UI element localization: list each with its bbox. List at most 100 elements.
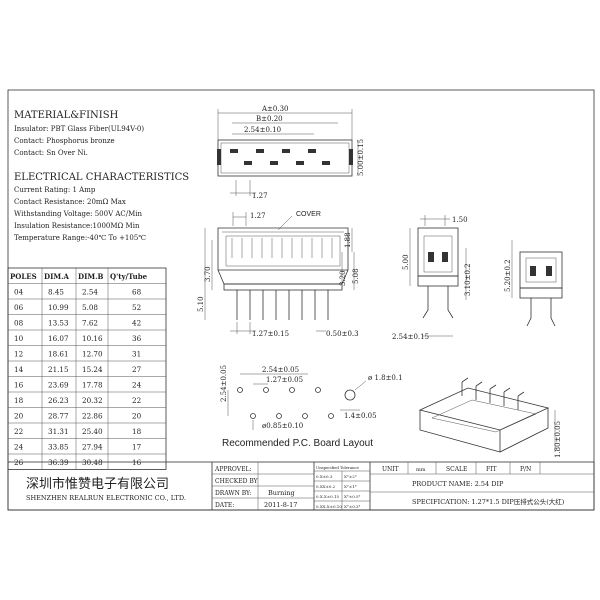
table-header-cell: DIM.B (78, 272, 104, 281)
table-cell: 18 (132, 427, 142, 436)
scale-value: FIT (486, 466, 497, 473)
table-cell: 28.77 (48, 412, 69, 421)
table-cell: 13.53 (48, 319, 69, 328)
table-cell: 12 (14, 350, 23, 359)
side-view-right: 5.20±0.2 (504, 240, 563, 327)
table-cell: 10.16 (82, 334, 103, 343)
table-cell: 30.48 (82, 458, 103, 467)
table-cell: 36 (132, 334, 142, 343)
specification: SPECIFICATION: 1.27*1.5 DIP压排式公头(大红) (412, 497, 565, 506)
side-dim-h: 5.00 (402, 254, 410, 270)
tolerance-head: Unspecified Tolerance (316, 465, 360, 470)
pcb-mount-hole (344, 389, 356, 401)
table-cell: 10 (14, 334, 24, 343)
table-cell: 22 (14, 427, 23, 436)
unit-label: UNIT (382, 466, 399, 473)
table-cell: 31 (132, 350, 141, 359)
dim-total-height: 5.10 (197, 296, 205, 312)
checked-label: CHECKED BY (215, 478, 259, 485)
pcb-hole-row (237, 387, 334, 419)
tolerance-cell: 0.X±0.3 (316, 474, 333, 479)
table-cell: 10.99 (48, 303, 69, 312)
dim-pitch: 2.54±0.10 (244, 126, 281, 134)
scale-label: SCALE (446, 466, 467, 473)
front-view-teeth (231, 238, 333, 258)
table-cell: 23.69 (48, 381, 69, 390)
table-cell: 27 (132, 365, 142, 374)
side-dim-w: 1.50 (452, 216, 468, 224)
table-cell: 16.07 (48, 334, 69, 343)
table-cell: 25.40 (82, 427, 103, 436)
dim-h1: 3.70 (204, 266, 212, 282)
electrical-line: Withstanding Voltage: 500V AC/Min (14, 210, 143, 218)
electrical-line: Insulation Resistance:1000MΩ Min (14, 222, 140, 230)
table-cell: 36.39 (48, 458, 69, 467)
tolerance-cell: 0.XX.X±0.10 (316, 504, 342, 509)
side-dim-mid: 3.10±0.2 (464, 263, 472, 296)
table-cell: 22 (132, 396, 141, 405)
material-line: Insulator: PBT Glass Fiber(UL94V-0) (14, 125, 144, 133)
table-cell: 52 (132, 303, 141, 312)
table-cell: 15.24 (82, 365, 103, 374)
pcb-edge: 1.4±0.05 (344, 412, 377, 420)
table-cell: 26.23 (48, 396, 69, 405)
unit-value: mm (416, 467, 426, 473)
pcb-vert: 2.54±0.05 (220, 365, 228, 402)
electrical-heading: ELECTRICAL CHARACTERISTICS (14, 172, 189, 183)
dim-a: A±0.30 (261, 105, 289, 113)
table-cell: 14 (14, 365, 24, 374)
isometric-view: 1.80±0.05 (418, 377, 562, 458)
table-cell: 20.32 (82, 396, 103, 405)
dim-offset: 1.27 (252, 192, 268, 200)
table-cell: 68 (132, 288, 142, 297)
date-label: DATE: (215, 502, 234, 509)
title-block: 深圳市惟赞电子有限公司 SHENZHEN REALRUN ELECTRONIC … (7, 461, 595, 511)
table-cell: 20 (132, 412, 142, 421)
pcb-hole-dia: ø 1.8±0.1 (368, 374, 403, 382)
pcb-half-pitch: 1.27±0.05 (266, 376, 303, 384)
table-cell: 08 (14, 319, 24, 328)
material-lines: Insulator: PBT Glass Fiber(UL94V-0) Cont… (14, 125, 144, 157)
electrical-line: Contact Resistance: 20mΩ Max (14, 198, 126, 206)
material-heading: MATERIAL&FINISH (14, 110, 119, 121)
dim-b: B±0.20 (256, 115, 283, 123)
table-cell: 17.78 (82, 381, 103, 390)
top-view-contacts (217, 149, 353, 165)
tolerance-cell: X°±0.3° (344, 504, 361, 509)
drawn-value: Burning (268, 489, 295, 497)
cover-label: COVER (296, 211, 321, 218)
table-header-cell: POLES (10, 272, 37, 281)
table-cell: 24 (132, 381, 142, 390)
tolerance-rows: 0.X±0.3 X°±2° 0.XX±0.2 X°±1° 0.X.X±0.15 … (316, 474, 361, 509)
front-view: 1.27 COVER 5.10 3.70 1.88 3.20 5.08 1.27… (197, 211, 360, 338)
table-header-cell: DIM.A (44, 272, 70, 281)
table-cell: 7.62 (82, 319, 98, 328)
company-cn: 深圳市惟赞电子有限公司 (26, 476, 169, 491)
table-cell: 33.85 (48, 443, 69, 452)
table-cell: 04 (14, 288, 24, 297)
pn-label: P/N (520, 466, 531, 473)
poles-table-frame (7, 267, 167, 470)
company-en: SHENZHEN REALRUN ELECTRONIC CO., LTD. (26, 494, 186, 502)
side-dim-right: 5.20±0.2 (504, 259, 512, 292)
top-view: A±0.30 B±0.20 2.54±0.10 1.27 5.00±0.15 (217, 105, 365, 200)
dim-h2: 1.88 (344, 232, 352, 248)
table-cell: 31.31 (48, 427, 69, 436)
table-cell: 22.86 (82, 412, 103, 421)
table-cell: 18 (14, 396, 24, 405)
table-cell: 06 (14, 303, 24, 312)
table-cell: 42 (132, 319, 141, 328)
material-line: Contact: Sn Over Ni. (14, 149, 88, 157)
table-cell: 12.70 (82, 350, 103, 359)
table-cell: 24 (14, 443, 24, 452)
front-pitch-top: 1.27 (250, 212, 266, 220)
electrical-line: Temperature Range:-40℃ To +105℃ (14, 234, 146, 242)
side-dim-base: 2.54±0.15 (392, 333, 429, 341)
tolerance-cell: X°±1° (344, 484, 357, 489)
side-view-left: 1.50 5.00 3.10±0.2 2.54±0.15 (392, 215, 472, 341)
table-cell: 16 (14, 381, 24, 390)
dim-pin: 0.50±0.3 (326, 330, 359, 338)
pcb-pin-hole: ø0.85±0.10 (262, 422, 303, 430)
